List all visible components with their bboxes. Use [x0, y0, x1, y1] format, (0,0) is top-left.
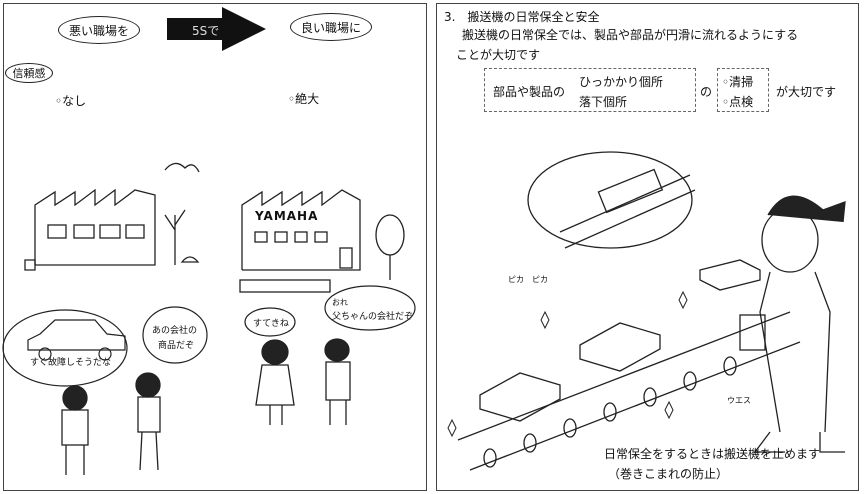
conveyor-drawing [457, 151, 801, 471]
location-item: ひっかかり個所 [579, 75, 664, 89]
car-bubble-text: すぐ故障しそうだな [30, 358, 112, 368]
locations-prefix: 部品や製品の [493, 85, 566, 99]
note-line2: （巻きこまれの防止） [608, 467, 729, 481]
section-heading: 3. 搬送機の日常保全と安全 [444, 10, 600, 24]
clean-thought-bubble [527, 151, 693, 249]
bad-trust-value: ◦なし [55, 94, 87, 108]
car-thought-bubble [2, 309, 128, 387]
company-speech-bubble [142, 306, 208, 364]
actions-box: ◦清掃 ◦点検 [717, 68, 769, 112]
body-line1: 搬送機の日常保全では、製品や部品が円滑に流れるようにする [462, 28, 799, 42]
good-factory-drawing [239, 189, 405, 293]
boy-speech-bubble [324, 285, 416, 331]
arrow-icon [167, 7, 266, 51]
note-line1: 日常保全をするときは搬送機を止めます [604, 447, 821, 461]
sparkle-icon [447, 290, 688, 438]
girl-bubble-text: すてきね [253, 319, 289, 329]
company-bubble-line2: 商品だぞ [158, 341, 195, 351]
people-drawing [61, 338, 351, 475]
worker-drawing [739, 195, 846, 453]
conveyor-rollers [483, 356, 737, 468]
body-line2: ことが大切です [456, 48, 541, 62]
factory-sign: YAMAHA [255, 209, 319, 223]
good-workplace-label: 良い職場に [290, 13, 372, 41]
girl-speech-bubble [244, 307, 296, 337]
trust-label: 信頼感 [5, 63, 53, 83]
arrow-label: 5Sで [192, 24, 220, 38]
suffix-text: が大切です [776, 85, 837, 99]
right-panel [436, 3, 859, 491]
good-trust-value: ◦絶大 [288, 92, 320, 106]
company-bubble-line1: あの会社の [152, 326, 198, 336]
boy-bubble-line2: 父ちゃんの会社だぞ [332, 312, 414, 322]
car-drawing [27, 319, 126, 351]
connector-text: の [700, 85, 713, 99]
cloth-label: ウエス [727, 396, 751, 405]
location-item: 落下個所 [579, 95, 628, 109]
bad-factory-drawing [24, 162, 200, 271]
shine-label: ピカ ピカ [508, 275, 548, 284]
action-item: ◦清掃 [722, 75, 754, 89]
boy-bubble-line1: おれ [332, 298, 348, 307]
part-box [479, 372, 561, 422]
locations-box: 部品や製品の ひっかかり個所 落下個所 [484, 68, 696, 112]
action-item: ◦点検 [722, 95, 754, 109]
bad-workplace-label: 悪い職場を [58, 16, 140, 44]
part-box [579, 322, 661, 372]
